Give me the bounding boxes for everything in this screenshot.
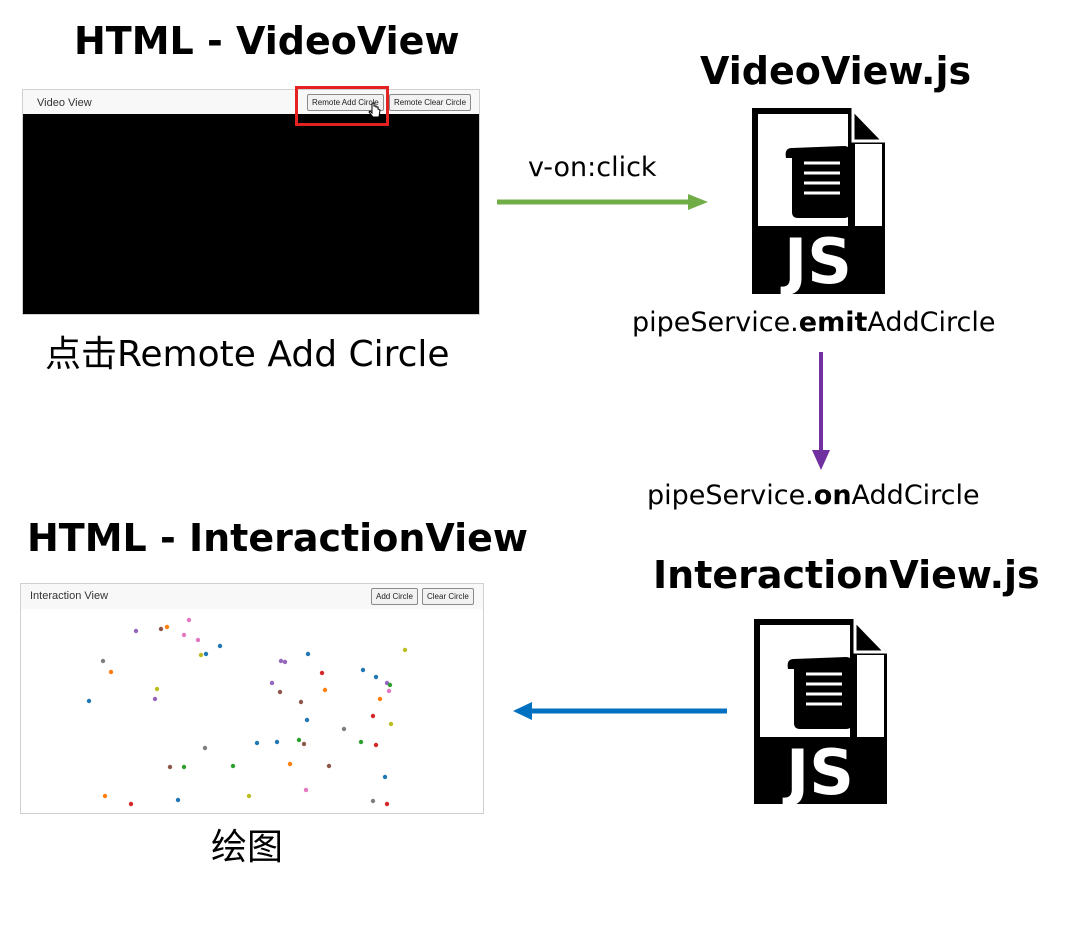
emit-method-suffix: AddCircle xyxy=(867,307,996,338)
js-file-icon-text: JS xyxy=(782,736,854,809)
drawn-circle xyxy=(388,721,394,727)
on-method-suffix: AddCircle xyxy=(851,480,980,511)
interaction-view-title: Interaction View xyxy=(30,590,109,602)
drawn-circle xyxy=(319,670,325,676)
on-method-bold: on xyxy=(813,480,852,511)
remote-add-circle-button[interactable]: Remote Add Circle xyxy=(307,94,384,111)
drawn-circle xyxy=(152,696,158,702)
drawn-circle xyxy=(202,745,208,751)
drawn-circle xyxy=(128,801,134,807)
drawn-circle xyxy=(358,739,364,745)
drawn-circle xyxy=(269,680,275,686)
js-file-icon xyxy=(752,106,887,294)
drawn-circle xyxy=(296,737,302,743)
add-circle-button[interactable]: Add Circle xyxy=(371,588,418,605)
drawn-circle xyxy=(282,659,288,665)
click-highlight-box xyxy=(295,86,389,126)
drawn-circle xyxy=(164,624,170,630)
draw-arrow xyxy=(513,702,727,720)
drawn-circle xyxy=(287,761,293,767)
drawn-circle xyxy=(181,632,187,638)
drawn-circle xyxy=(175,797,181,803)
drawn-circle xyxy=(100,658,106,664)
video-section-title: HTML - VideoView xyxy=(74,19,460,63)
drawing-canvas[interactable] xyxy=(21,609,483,813)
drawn-circle xyxy=(217,643,223,649)
drawn-circle xyxy=(203,651,209,657)
drawn-circle xyxy=(386,688,392,694)
drawn-circle xyxy=(305,651,311,657)
emit-method-prefix: pipeService. xyxy=(632,307,799,338)
drawn-circle xyxy=(108,669,114,675)
drawn-circle xyxy=(373,674,379,680)
drawn-circle xyxy=(102,793,108,799)
drawn-circle xyxy=(195,637,201,643)
videoview-js-title: VideoView.js xyxy=(700,49,972,93)
drawn-circle xyxy=(278,658,284,664)
drawn-circle xyxy=(181,764,187,770)
js-file-icon-text: JS xyxy=(780,225,852,298)
video-display xyxy=(23,114,479,314)
video-caption: 点击Remote Add Circle xyxy=(45,334,450,375)
drawn-circle xyxy=(167,764,173,770)
drawn-circle xyxy=(198,652,204,658)
drawn-circle xyxy=(303,787,309,793)
drawn-circle xyxy=(341,726,347,732)
remote-clear-circle-button[interactable]: Remote Clear Circle xyxy=(389,94,472,111)
on-method-prefix: pipeService. xyxy=(647,480,814,511)
emit-method-bold: emit xyxy=(798,307,868,338)
drawn-circle xyxy=(387,682,393,688)
interactionview-js-title: InteractionView.js xyxy=(653,553,1040,597)
interaction-view-panel: Interaction View Add Circle Clear Circle xyxy=(20,583,484,814)
drawn-circle xyxy=(326,763,332,769)
clear-circle-button[interactable]: Clear Circle xyxy=(422,588,474,605)
drawn-circle xyxy=(158,626,164,632)
drawn-circle xyxy=(274,739,280,745)
drawn-circle xyxy=(186,617,192,623)
drawn-circle xyxy=(304,717,310,723)
drawn-circle xyxy=(298,699,304,705)
drawn-circle xyxy=(384,801,390,807)
click-arrow-label: v-on:click xyxy=(528,152,657,183)
emit-method-label: pipeService.emitAddCircle xyxy=(632,309,995,336)
drawn-circle xyxy=(230,763,236,769)
drawn-circle xyxy=(86,698,92,704)
drawn-circle xyxy=(277,689,283,695)
drawn-circle xyxy=(254,740,260,746)
interaction-section-title: HTML - InteractionView xyxy=(27,516,529,560)
video-view-title: Video View xyxy=(37,97,92,109)
video-view-header: Video View Remote Add Circle Remote Clea… xyxy=(23,90,479,115)
js-file-icon xyxy=(754,617,889,804)
drawn-circle xyxy=(377,696,383,702)
drawn-circle xyxy=(301,741,307,747)
drawn-circle xyxy=(402,647,408,653)
drawn-circle xyxy=(382,774,388,780)
drawn-circle xyxy=(370,713,376,719)
video-view-panel: Video View Remote Add Circle Remote Clea… xyxy=(22,89,480,315)
drawn-circle xyxy=(322,687,328,693)
drawn-circle xyxy=(133,628,139,634)
drawn-circle xyxy=(370,798,376,804)
interaction-caption: 绘图 xyxy=(211,827,284,868)
drawn-circles xyxy=(86,617,408,807)
drawn-circle xyxy=(154,686,160,692)
drawn-circle xyxy=(360,667,366,673)
emit-arrow xyxy=(812,352,830,470)
on-method-label: pipeService.onAddCircle xyxy=(647,482,980,509)
click-arrow xyxy=(497,194,708,210)
drawn-circle xyxy=(246,793,252,799)
drawn-circle xyxy=(373,742,379,748)
